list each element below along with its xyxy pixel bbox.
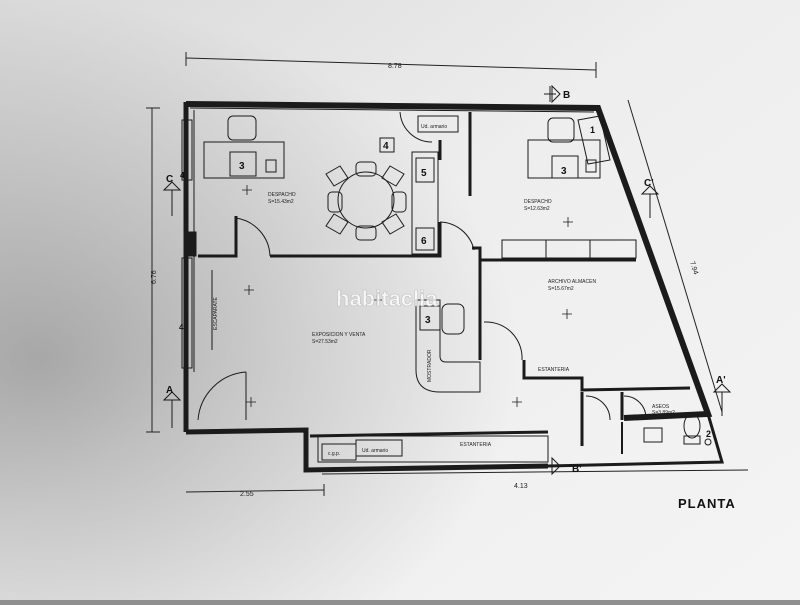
bottom-shelving bbox=[317, 435, 549, 463]
room-archivo-area: S=15.67m2 bbox=[548, 286, 574, 292]
num-chair-counter: 3 bbox=[425, 315, 431, 326]
room-labels: DESPACHO S=15.43m2 DESPACHO S=12.63m2 EX… bbox=[268, 192, 675, 416]
upper-storage bbox=[417, 115, 459, 133]
archive-shelving bbox=[501, 239, 637, 259]
room-despacho-right-name: DESPACHO bbox=[524, 199, 552, 205]
marker-c: C bbox=[166, 174, 173, 185]
dimension-lines bbox=[146, 52, 749, 496]
dim-bottom-right: 4.13 bbox=[514, 483, 528, 490]
dim-right-diagonal: 7.94 bbox=[688, 260, 699, 275]
cabinet-column bbox=[379, 137, 439, 255]
section-marker-arrows bbox=[162, 84, 732, 476]
dim-left-height: 6.76 bbox=[151, 270, 158, 284]
label-lower-unit: Ud. armario bbox=[362, 448, 388, 454]
exterior-walls bbox=[183, 101, 724, 473]
num-box-5: 5 bbox=[421, 168, 427, 179]
label-estanteria-bottom: ESTANTERIA bbox=[460, 442, 492, 448]
num-box-4: 4 bbox=[383, 141, 389, 152]
door-swings bbox=[197, 111, 647, 421]
num-left-wall-4a: 4 bbox=[180, 171, 185, 180]
room-archivo-name: ARCHIVO ALMACEN bbox=[548, 279, 596, 285]
left-wall-openings bbox=[181, 119, 197, 369]
sales-counter bbox=[415, 299, 481, 393]
room-aseos-area: S=3.89m2 bbox=[652, 410, 675, 416]
watermark-logo: habitaclia bbox=[336, 286, 438, 311]
num-chair-left: 3 bbox=[239, 161, 245, 172]
num-toilet-2: 2 bbox=[706, 429, 711, 439]
room-despacho-right-area: S=12.63m2 bbox=[524, 206, 550, 212]
room-despacho-left-name: DESPACHO bbox=[268, 192, 296, 198]
dim-top-width: 8.78 bbox=[388, 63, 402, 70]
meeting-table-set bbox=[325, 161, 407, 241]
furniture-left-office bbox=[203, 115, 285, 179]
num-corner-1: 1 bbox=[590, 125, 595, 135]
room-aseos-name: ASEOS bbox=[652, 404, 670, 410]
num-chair-right: 3 bbox=[561, 166, 567, 177]
label-mostrador: MOSTRADOR bbox=[427, 349, 433, 382]
item-numbers: 3 3 3 4 5 6 1 2 4 4 bbox=[179, 125, 711, 439]
label-estanteria-archivo: ESTANTERIA bbox=[538, 367, 570, 373]
ceiling-light-symbols bbox=[242, 185, 573, 407]
marker-b: B bbox=[563, 90, 570, 101]
bathroom-fixtures bbox=[643, 413, 712, 446]
label-small-box: c.g.p. bbox=[328, 451, 340, 457]
num-left-wall-4b: 4 bbox=[179, 323, 184, 332]
plan-title: PLANTA bbox=[678, 496, 736, 511]
label-escaparate: ESCAPARATE bbox=[213, 296, 219, 330]
dim-bottom-left: 2.55 bbox=[240, 491, 254, 498]
marker-c-prime: C' bbox=[644, 178, 654, 189]
room-exposicion-area: S=27.53m2 bbox=[312, 339, 338, 345]
interior-walls bbox=[198, 112, 691, 446]
room-despacho-left-area: S=15.43m2 bbox=[268, 199, 294, 205]
marker-a: A bbox=[166, 385, 173, 396]
num-box-6: 6 bbox=[421, 236, 427, 247]
marker-a-prime: A' bbox=[716, 375, 726, 386]
marker-b-prime: B' bbox=[572, 464, 582, 475]
label-upper-unit: Ud. armario bbox=[421, 124, 447, 130]
room-exposicion-name: EXPOSICION Y VENTA bbox=[312, 332, 366, 338]
furniture-labels: ESCAPARATE MOSTRADOR ESTANTERIA ESTANTER… bbox=[213, 124, 570, 457]
furniture-right-office bbox=[527, 115, 611, 179]
